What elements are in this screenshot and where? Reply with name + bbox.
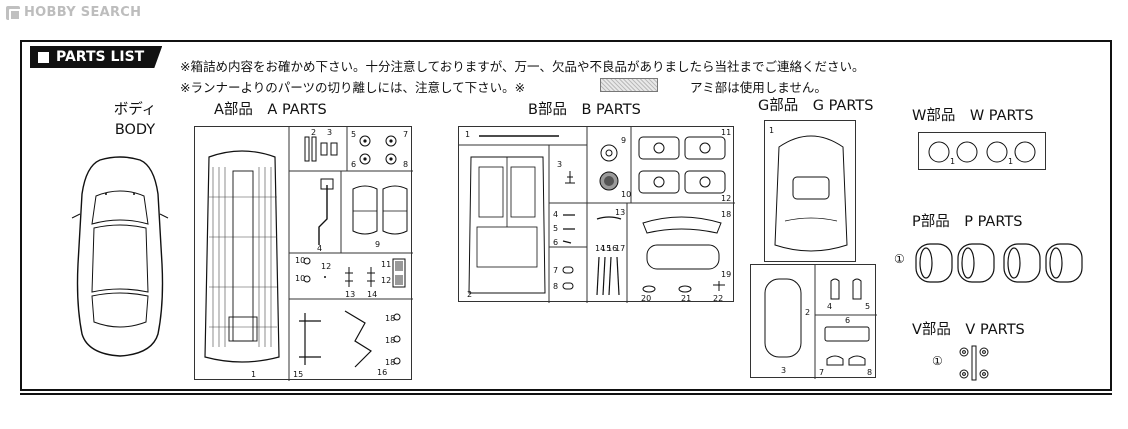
a-parts-drawing: 1 2 3 4 5 6 7 8 9 10 10 11 12 12 13 14 1… [204,127,413,381]
b-part-num-12: 12 [721,194,731,203]
b-part-num-11: 11 [721,128,731,137]
g-parts-runner-top: 1 [764,120,856,262]
b-parts-runner: 1 2 3 4 5 6 7 8 9 10 11 12 13 14 15 16 1… [458,126,735,303]
note-mesh-unused: アミ部は使用しません。 [690,80,827,95]
b-part-num-7: 7 [553,266,558,275]
w-part-num-1b: 1 [1008,157,1013,166]
a-part-num-18c: 18 [385,358,395,367]
a-part-num-8: 8 [403,160,408,169]
g-part-num-7: 7 [819,368,824,377]
body-title-jp: ボディ [113,102,157,118]
a-part-num-1: 1 [251,370,256,379]
v-parts-drawing [959,345,989,381]
a-parts-runner: 1 2 3 4 5 6 7 8 9 10 10 11 12 12 13 14 1… [194,126,413,381]
g-part-num-5: 5 [865,302,870,311]
w-parts-drawing: 1 1 [928,141,1036,166]
b-part-num-9: 9 [621,136,626,145]
g-part-num-1: 1 [769,126,774,135]
g-part-1-drawing: 1 [769,126,848,252]
parts-list-header: PARTS LIST [30,46,163,68]
car-body-drawing [71,156,169,357]
a-part-num-15: 15 [293,370,303,379]
g-part-num-3: 3 [781,366,786,375]
b-part-num-2: 2 [467,290,472,299]
w-parts-title: W部品 W PARTS [912,108,1034,124]
g-parts-title: G部品 G PARTS [758,98,874,114]
b-part-num-19: 19 [721,270,731,279]
p-parts-marker: ① [894,252,905,266]
a-parts-title: A部品 A PARTS [214,102,327,118]
b-part-num-4: 4 [553,210,558,219]
b-part-num-18: 18 [721,210,731,219]
b-part-num-22: 22 [713,294,723,303]
b-parts-drawing: 1 2 3 4 5 6 7 8 9 10 11 12 13 14 15 16 1… [459,127,735,303]
a-part-num-10b: 10 [295,274,305,283]
a-part-num-3: 3 [327,128,332,137]
v-parts-marker: ① [932,354,943,368]
a-part-num-4: 4 [317,244,322,253]
a-part-num-11: 11 [381,260,391,269]
square-bullet-icon [38,51,49,63]
mesh-swatch [600,78,658,92]
g-parts-drawing: 2 3 4 5 6 7 8 [764,265,877,379]
b-part-num-17: 17 [615,244,625,253]
a-part-num-5: 5 [351,130,356,139]
parts-list-sheet: PARTS LIST ※箱詰め内容をお確かめ下さい。十分注意しておりますが、万一… [20,40,1112,395]
brand-logo: HOBBY SEARCH [6,5,142,21]
note-inspection: ※箱詰め内容をお確かめ下さい。十分注意しておりますが、万一、欠品や不良品がありま… [180,59,865,74]
a-part-num-6: 6 [351,160,356,169]
a-part-num-9: 9 [375,240,380,249]
g-part-num-4: 4 [827,302,832,311]
note-runner: ※ランナーよりのパーツの切り離しには、注意して下さい。※ [180,80,526,95]
b-part-num-16: 16 [607,244,617,253]
b-part-num-21: 21 [681,294,691,303]
a-part-num-18a: 18 [385,314,395,323]
brand-name: HOBBY SEARCH [24,5,142,20]
v-parts-title: V部品 V PARTS [912,322,1025,338]
a-part-num-12b: 12 [381,276,391,285]
p-parts-tires-drawing [915,243,1083,283]
b-part-num-5: 5 [553,224,558,233]
b-parts-title: B部品 B PARTS [528,102,641,118]
p-parts-title: P部品 P PARTS [912,214,1023,230]
b-part-num-13: 13 [615,208,625,217]
b-part-num-20: 20 [641,294,651,303]
g-part-num-6: 6 [845,316,850,325]
a-part-num-10a: 10 [295,256,305,265]
parts-list-label: PARTS LIST [56,49,145,65]
hobby-search-logo-icon [6,5,21,21]
body-title-en: BODY [114,122,156,138]
body-section-title: ボディ BODY [110,100,160,140]
w-parts-runner: 1 1 [918,132,1046,170]
g-part-num-2: 2 [805,308,810,317]
b-part-num-3: 3 [557,160,562,169]
g-parts-runner-bottom: 2 3 4 5 6 7 8 [750,264,877,379]
b-part-num-10: 10 [621,190,631,199]
b-part-num-8: 8 [553,282,558,291]
a-part-num-7: 7 [403,130,408,139]
b-part-num-15: 15 [601,244,611,253]
b-part-num-14: 14 [595,244,605,253]
a-part-num-16: 16 [377,368,387,377]
a-part-num-14: 14 [367,290,377,299]
a-part-num-18b: 18 [385,336,395,345]
g-part-num-8: 8 [867,368,872,377]
a-part-num-13: 13 [345,290,355,299]
b-part-num-1: 1 [465,130,470,139]
a-part-num-12a: 12 [321,262,331,271]
w-part-num-1a: 1 [950,157,955,166]
b-part-num-6: 6 [553,238,558,247]
a-part-num-2: 2 [311,128,316,137]
